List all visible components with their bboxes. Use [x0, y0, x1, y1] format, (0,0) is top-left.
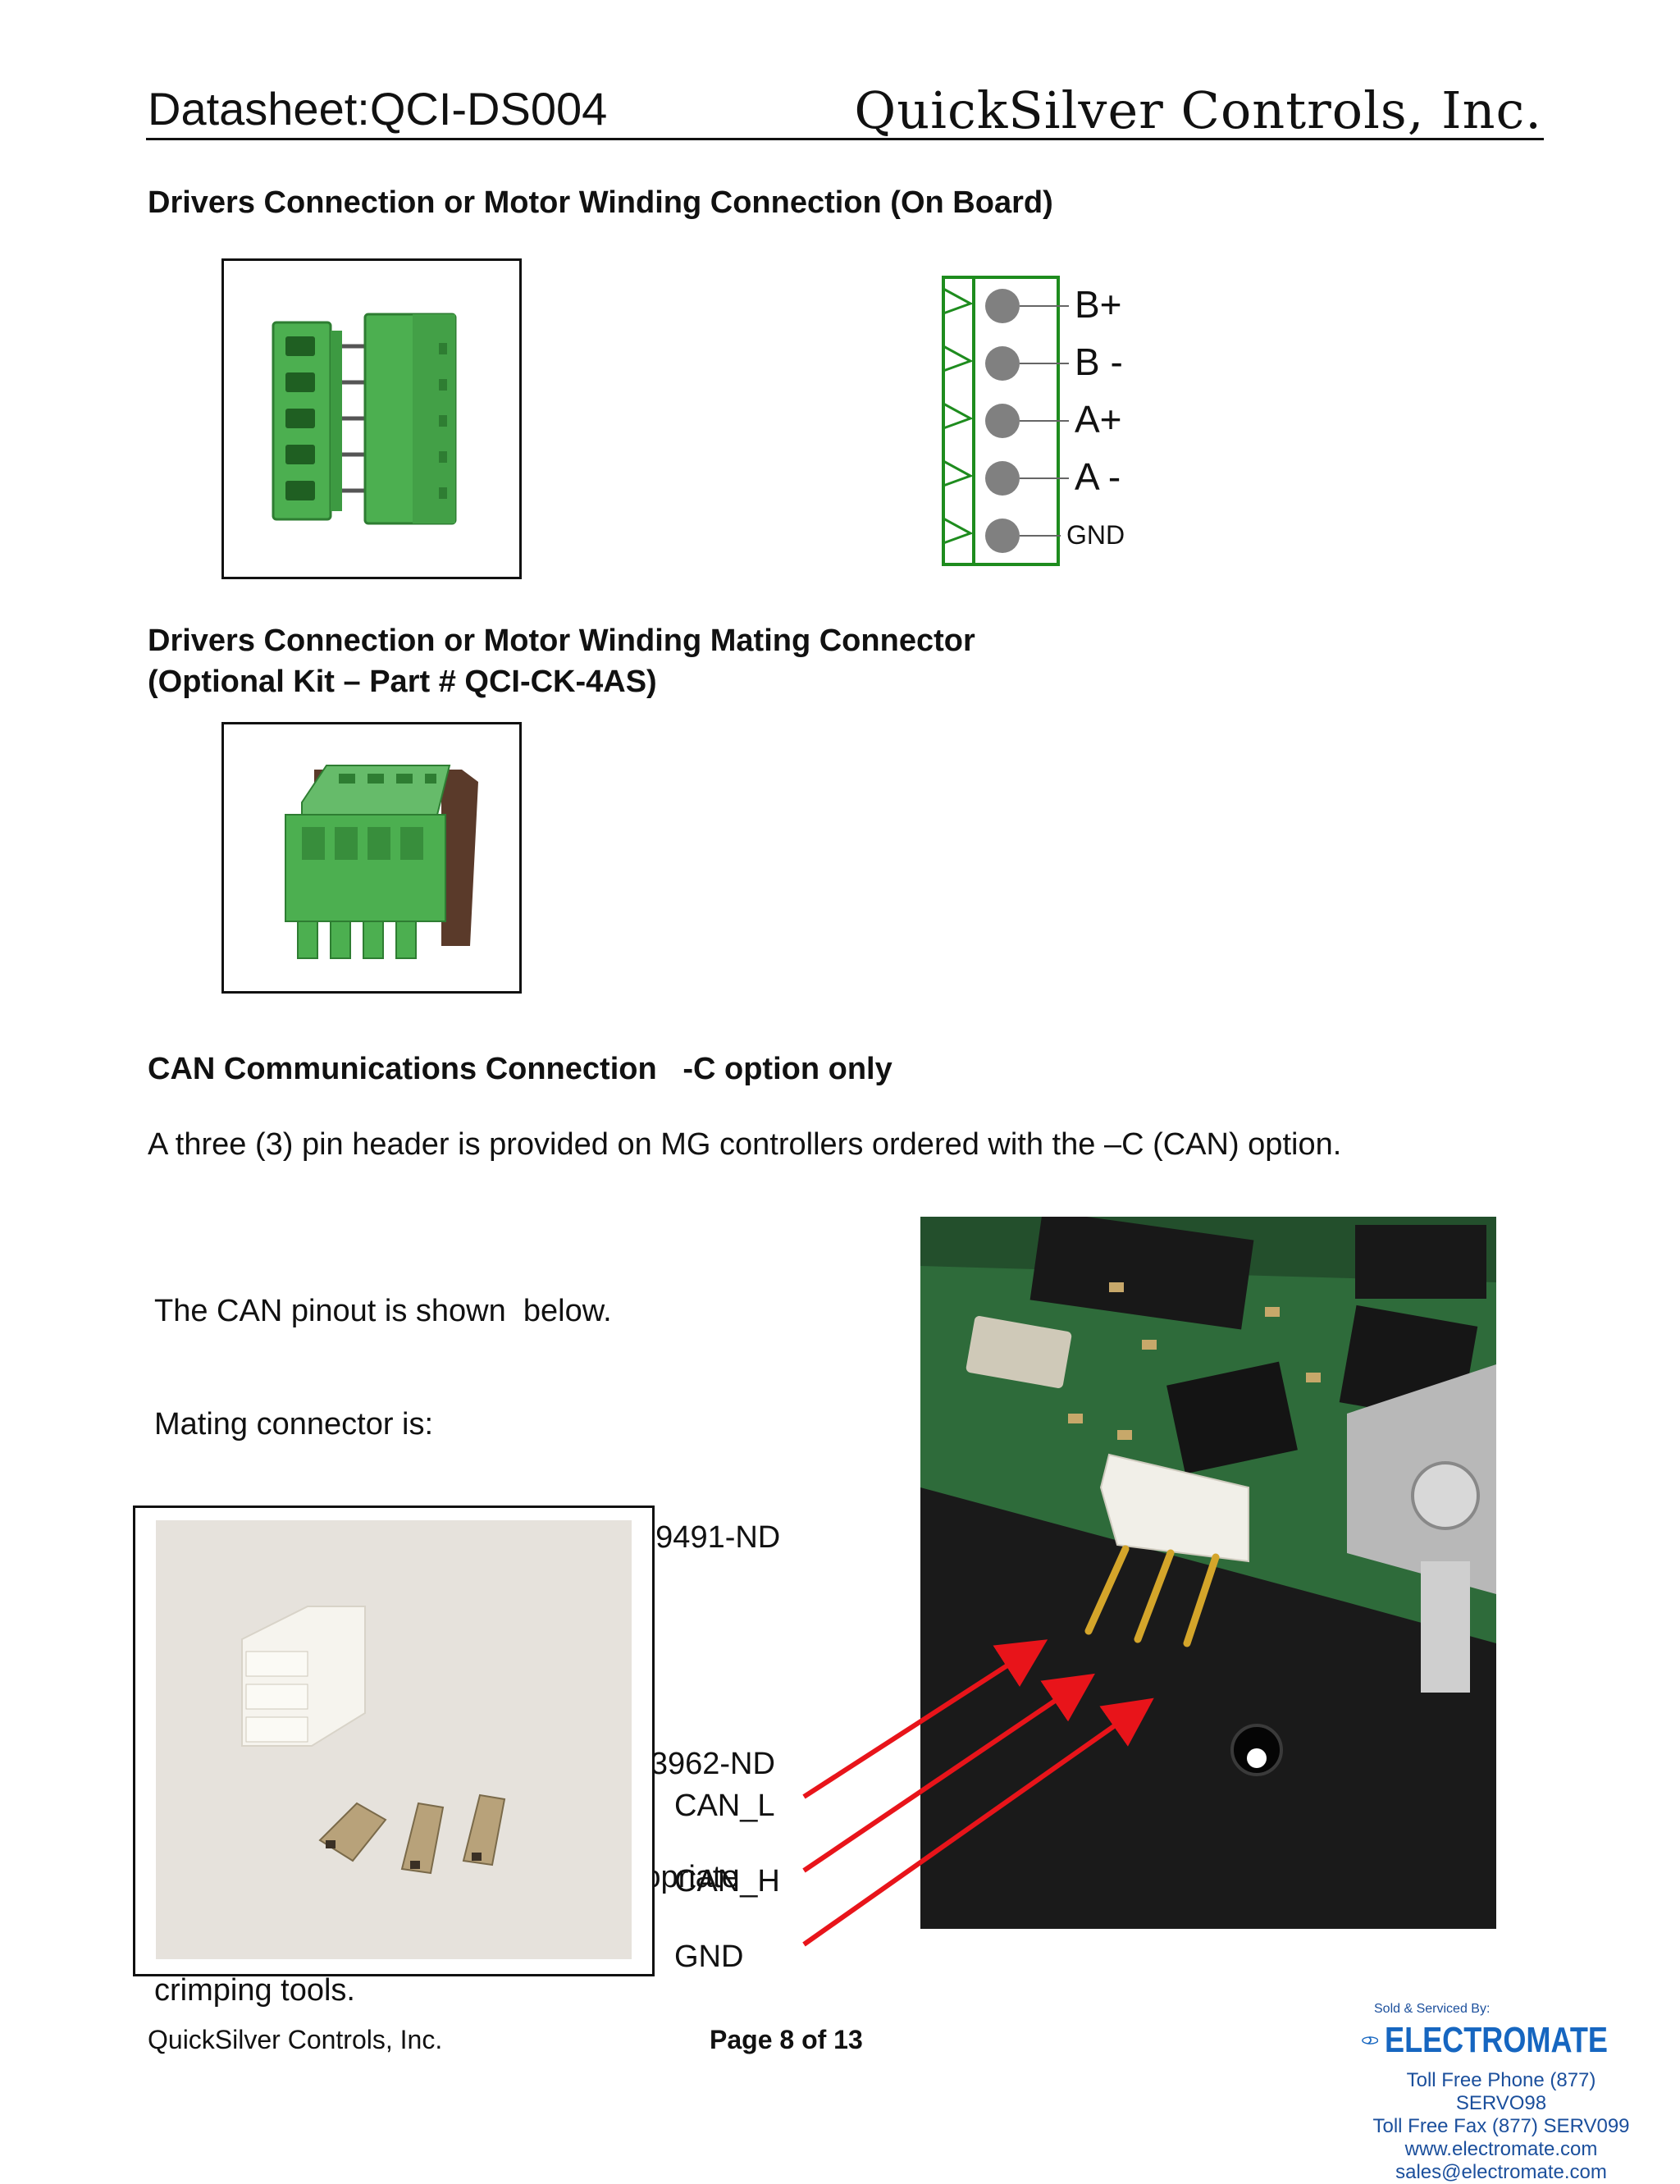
section-title-can: CAN Communications Connection -C option …	[148, 1052, 892, 1086]
can-board-photo	[920, 1210, 1496, 1929]
can-pin-label-gnd: GND	[674, 1940, 744, 1974]
mating-connector-photo	[221, 722, 522, 994]
can-pin-label-h: CAN_H	[674, 1864, 780, 1898]
tyco-connector-photo	[133, 1505, 655, 1976]
electromate-logo-block: Sold & Serviced By: ELECTROMATE Toll Fre…	[1362, 2002, 1657, 2184]
pin-label-a-minus: A -	[1075, 455, 1121, 498]
can-board-image	[920, 1210, 1496, 1929]
pin-label-b-minus: B -	[1075, 340, 1123, 383]
pin-label-gnd: GND	[1066, 520, 1125, 550]
can-intro: A three (3) pin header is provided on MG…	[148, 1127, 1342, 1162]
electromate-name: ELECTROMATE	[1385, 2020, 1609, 2060]
onboard-connector-image	[224, 261, 519, 577]
pinout-schematic-drawing	[942, 276, 1069, 566]
section-title-mating-2: (Optional Kit – Part # QCI-CK-4AS)	[148, 665, 657, 699]
toll-free-phone: Toll Free Phone (877) SERVO98	[1406, 2069, 1596, 2114]
electromate-brand: ELECTROMATE	[1362, 2020, 1657, 2061]
arrow-can-h	[802, 1673, 1095, 1873]
arrow-gnd	[802, 1697, 1154, 1947]
electromate-swoosh-icon	[1362, 2036, 1379, 2045]
can-pin-arrows	[802, 1639, 1154, 1947]
document-id: Datasheet:QCI-DS004	[148, 83, 608, 135]
toll-free-fax: Toll Free Fax (877) SERV099	[1372, 2115, 1630, 2137]
footer-page-number: Page 8 of 13	[710, 2025, 863, 2054]
company-header: QuickSilver Controls, Inc.	[854, 80, 1542, 140]
email-link[interactable]: sales@electromate.com	[1395, 2161, 1607, 2183]
section-title-onboard: Drivers Connection or Motor Winding Conn…	[148, 185, 1053, 220]
can-detail-line: crimping tools.	[154, 1973, 355, 2008]
can-detail-line: Mating connector is:	[154, 1407, 434, 1442]
can-detail-line: The CAN pinout is shown below.	[154, 1294, 612, 1328]
pin-label-a-plus: A+	[1075, 398, 1122, 441]
pin-label-b-plus: B+	[1075, 283, 1122, 326]
arrow-can-l	[802, 1639, 1048, 1799]
can-pin-label-l: CAN_L	[674, 1789, 775, 1823]
section-title-mating-1: Drivers Connection or Motor Winding Mati…	[148, 624, 975, 658]
website-link[interactable]: www.electromate.com	[1404, 2138, 1598, 2160]
footer-company: QuickSilver Controls, Inc.	[148, 2025, 443, 2054]
header-rule	[146, 138, 1544, 140]
tyco-connector-image	[135, 1508, 652, 1974]
mating-connector-image	[224, 724, 519, 991]
sold-by-label: Sold & Serviced By:	[1374, 2002, 1491, 2016]
pinout-schematic: B+ B - A+ A - GND	[939, 271, 1185, 574]
onboard-connector-photo	[221, 258, 522, 579]
